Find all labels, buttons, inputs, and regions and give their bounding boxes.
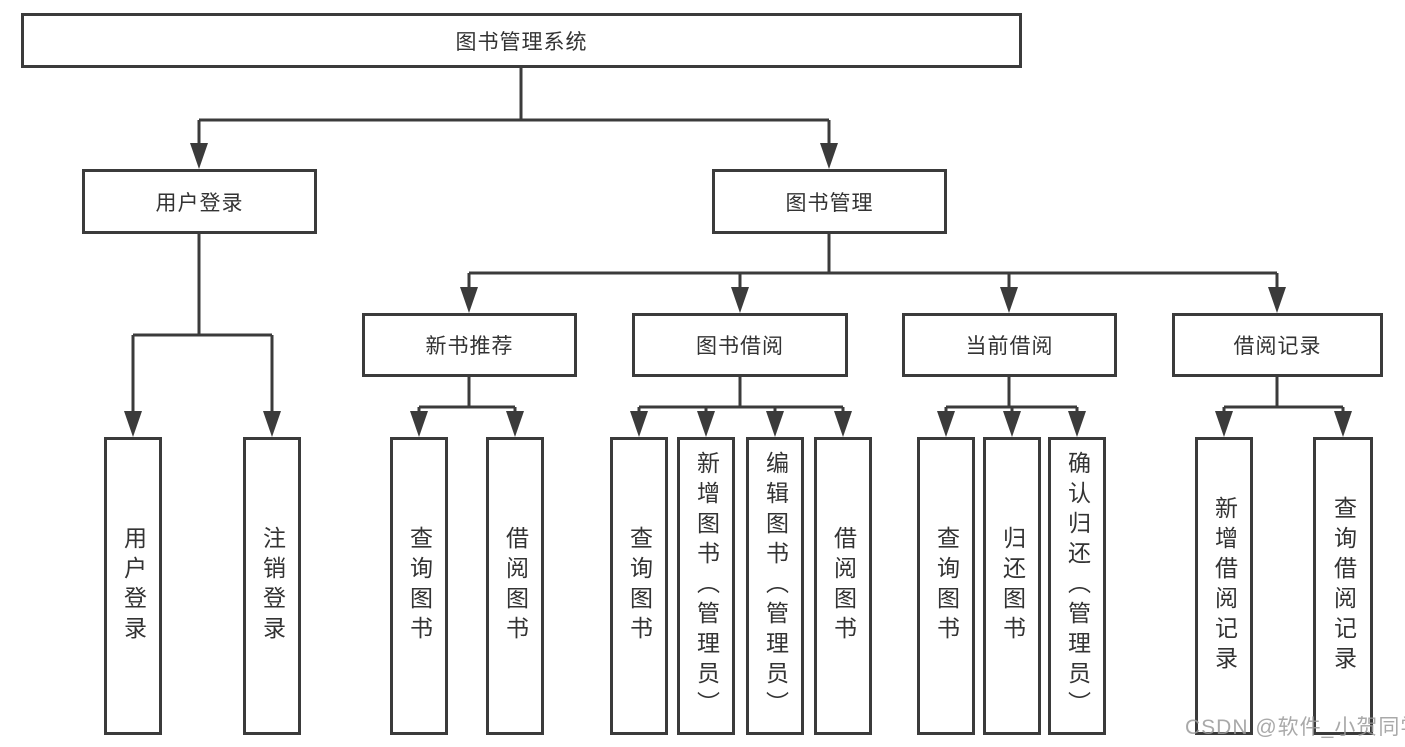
connector-book-borrowing-to-leaves — [637, 377, 845, 415]
arrowhead — [1268, 287, 1286, 313]
leaf-label: 新增图书（管理员） — [693, 451, 720, 721]
arrowhead — [697, 411, 715, 437]
arrowhead — [190, 143, 208, 169]
leaf-label: 借阅图书 — [830, 526, 857, 646]
arrowhead — [820, 143, 838, 169]
arrowhead — [1068, 411, 1086, 437]
node-label: 借阅记录 — [1233, 335, 1322, 358]
connector-new-book-recommend-to-leaves — [417, 377, 517, 415]
leaf-label: 注销登录 — [259, 526, 286, 646]
leaf-current-return-book: 归还图书 — [983, 437, 1041, 735]
node-root-library-management-system: 图书管理系统 — [21, 13, 1022, 68]
node-label: 当前借阅 — [965, 335, 1054, 358]
leaf-label: 新增借阅记录 — [1211, 496, 1238, 676]
leaf-user-login: 用户登录 — [104, 437, 162, 735]
leaf-recommend-query-books: 查询图书 — [390, 437, 448, 735]
arrowhead — [1003, 411, 1021, 437]
node-label: 新书推荐 — [425, 335, 514, 358]
connector-book-management-to-level3 — [467, 234, 1279, 290]
arrowhead — [766, 411, 784, 437]
leaf-label: 查询图书 — [933, 526, 960, 646]
arrowhead — [630, 411, 648, 437]
arrowhead — [1000, 287, 1018, 313]
node-current-borrowing: 当前借阅 — [902, 313, 1117, 377]
connector-user-login-to-leaves — [131, 233, 274, 414]
arrowhead — [731, 287, 749, 313]
arrowhead — [460, 287, 478, 313]
leaf-logout: 注销登录 — [243, 437, 301, 735]
node-label: 图书借阅 — [696, 335, 784, 358]
leaf-label: 查询图书 — [626, 526, 653, 646]
arrowhead — [263, 411, 281, 437]
leaf-borrowing-borrow-books: 借阅图书 — [814, 437, 872, 735]
connector-root-to-level2 — [197, 68, 831, 146]
leaf-current-confirm-return-admin: 确认归还（管理员） — [1048, 437, 1106, 735]
leaf-records-query-borrow-record: 查询借阅记录 — [1313, 437, 1373, 735]
node-book-borrowing: 图书借阅 — [632, 313, 848, 377]
node-label: 图书管理系统 — [455, 30, 588, 54]
node-borrowing-records: 借阅记录 — [1172, 313, 1383, 377]
leaf-label: 查询借阅记录 — [1330, 496, 1357, 676]
leaf-label: 归还图书 — [999, 526, 1026, 646]
leaf-label: 编辑图书（管理员） — [762, 451, 789, 721]
arrowheads — [124, 143, 1352, 437]
csdn-watermark: CSDN @软件_小贺同学 — [1185, 716, 1405, 739]
connector-current-borrowing-to-leaves — [944, 377, 1079, 415]
node-label: 用户登录 — [155, 191, 244, 215]
leaf-recommend-borrow-books: 借阅图书 — [486, 437, 544, 735]
leaf-label: 用户登录 — [120, 526, 147, 646]
leaf-label: 借阅图书 — [502, 526, 529, 646]
node-new-book-recommend: 新书推荐 — [362, 313, 577, 377]
node-user-login: 用户登录 — [82, 169, 317, 234]
leaf-borrowing-add-book-admin: 新增图书（管理员） — [677, 437, 735, 735]
leaf-borrowing-query-books: 查询图书 — [610, 437, 668, 735]
arrowhead — [124, 411, 142, 437]
arrowhead — [410, 411, 428, 437]
leaf-label: 查询图书 — [406, 526, 433, 646]
node-book-management: 图书管理 — [712, 169, 947, 234]
leaf-label: 确认归还（管理员） — [1064, 451, 1091, 721]
arrowhead — [1215, 411, 1233, 437]
connector-borrowing-records-to-leaves — [1222, 377, 1345, 415]
leaf-borrowing-edit-book-admin: 编辑图书（管理员） — [746, 437, 804, 735]
arrowhead — [937, 411, 955, 437]
leaf-current-query-books: 查询图书 — [917, 437, 975, 735]
arrowhead — [834, 411, 852, 437]
arrowhead — [1334, 411, 1352, 437]
arrowhead — [506, 411, 524, 437]
node-label: 图书管理 — [785, 191, 874, 215]
leaf-records-add-borrow-record: 新增借阅记录 — [1195, 437, 1253, 735]
